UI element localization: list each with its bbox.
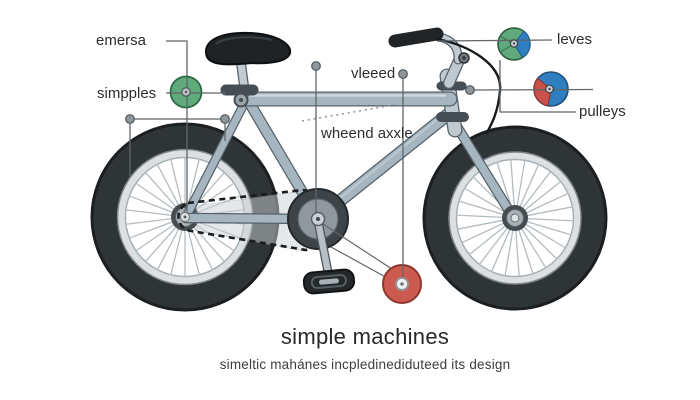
crank-arm [314, 217, 333, 281]
label-simpples: simpples [97, 85, 157, 102]
pedal [302, 268, 356, 295]
belt-lines [322, 223, 399, 281]
dotted-guide-line [301, 103, 400, 122]
wheel-bracket [125, 114, 230, 177]
annotations [125, 27, 594, 291]
seat-stay [182, 96, 250, 221]
leves-leader-line [436, 39, 553, 42]
handlebar-grip [388, 27, 444, 48]
bike-frame [180, 51, 519, 225]
down-tube [315, 106, 457, 222]
crank-assembly [287, 188, 356, 295]
pulley-axis-line [473, 88, 594, 91]
title-block: simple machines simeltic mahánes incpled… [35, 324, 695, 372]
label-vleeed: vleeed [351, 65, 396, 82]
front-wheel-hub [502, 205, 528, 231]
emersa-leader-line [166, 40, 188, 92]
label-leves: leves [557, 31, 593, 48]
pulley-pie-marker [533, 71, 569, 107]
label-pulleys: pulleys [579, 103, 626, 120]
diagram-subtitle: simeltic mahánes incpledinediduteed its … [219, 357, 511, 372]
saddle [204, 31, 292, 66]
diagram-title: simple machines [280, 324, 450, 349]
label-wheend-axxle: wheend axxle [321, 125, 413, 142]
label-emersa: emersa [96, 32, 147, 49]
pulleys-leader-line [499, 60, 576, 113]
